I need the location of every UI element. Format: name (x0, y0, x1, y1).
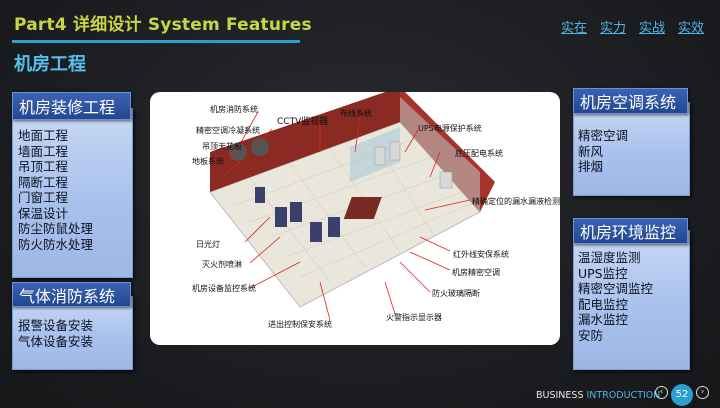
callout-glass-breaker: 防火玻璃隔断 (432, 289, 480, 298)
callout-cabling: 布线系统 (340, 109, 372, 118)
callout-infrared-security: 红外线安保系统 (453, 250, 509, 259)
page-title: Part4 详细设计 System Features (14, 15, 312, 35)
list-item: 门窗工程 (18, 190, 69, 205)
fire-gas-panel (12, 296, 133, 370)
callout-fire-alarm-display: 火警指示显示器 (386, 313, 442, 322)
fire-gas-panel-title: 气体消防系统 (12, 282, 131, 307)
list-item: 温湿度监测 (578, 250, 641, 265)
list-item: 排烟 (578, 159, 604, 174)
fire-gas-list: 报警设备安装 气体设备安装 (18, 318, 93, 349)
decoration-list: 地面工程 墙面工程 吊顶工程 隔断工程 门窗工程 保温设计 防尘防鼠处理 防火防… (18, 128, 93, 252)
list-item: 吊顶工程 (18, 159, 69, 174)
list-item: 气体设备安装 (18, 333, 94, 349)
list-item: 漏水监控 (578, 312, 629, 327)
callout-ceiling-panel: 吊顶天花板 (202, 142, 242, 151)
callout-daylight-lamp: 日光灯 (196, 240, 220, 249)
room-illustration (209, 92, 495, 321)
callout-ups: UPS电源保护系统 (418, 124, 482, 133)
callout-leak-detection: 精确定位的漏水漏液检测 (472, 197, 560, 206)
slogan-link-2[interactable]: 实力 (599, 21, 626, 36)
list-item: 精密空调 (578, 128, 629, 143)
list-item: 防火防水处理 (18, 236, 94, 252)
aircon-list: 精密空调 新风 排烟 (578, 128, 628, 175)
aircon-panel-title: 机房空调系统 (573, 88, 688, 114)
decoration-panel (12, 108, 133, 278)
list-item: 地面工程 (18, 128, 69, 143)
list-item: 墙面工程 (18, 143, 69, 159)
slogan-link-4[interactable]: 实效 (677, 21, 704, 36)
title-underline (12, 40, 300, 43)
aircon-panel (573, 102, 690, 196)
footer-label: BUSINESS INTRODUCTION (536, 390, 660, 401)
page-number: 52 (671, 384, 693, 406)
next-page-icon[interactable]: › (696, 386, 709, 399)
callout-access-control: 进出控制保安系统 (268, 320, 332, 329)
footer-text-accent: INTRODUCTION (586, 390, 661, 401)
callout-extinguisher-nozzle: 灭火剂喷淋 (202, 260, 242, 269)
prev-page-icon[interactable]: ‹ (655, 386, 668, 399)
list-item: 报警设备安装 (18, 318, 94, 333)
list-item: 配电监控 (578, 296, 629, 312)
list-item: 保温设计 (18, 205, 69, 221)
list-item: 新风 (578, 143, 604, 159)
callout-floor-system: 地板系统 (192, 157, 224, 166)
list-item: 隔断工程 (18, 174, 69, 190)
callout-cctv: CCTV监视器 (277, 117, 329, 127)
callout-fire-protection: 机房消防系统 (210, 105, 258, 114)
monitoring-list: 温湿度监测 UPS监控 精密空调监控 配电监控 漏水监控 安防 (578, 250, 653, 343)
slogan-link-1[interactable]: 实在 (560, 21, 587, 36)
slogan-links: 实在 实力 实战 实效 (561, 17, 704, 36)
callout-low-voltage-power: 底压配电系统 (455, 149, 503, 158)
list-item: 防尘防鼠处理 (18, 221, 94, 236)
slogan-link-3[interactable]: 实战 (638, 21, 665, 36)
list-item: 精密空调监控 (578, 281, 654, 296)
callout-precision-ac-condenser: 精密空调冷凝系统 (196, 126, 260, 135)
footer-text-left: BUSINESS (536, 390, 587, 401)
machine-room-diagram: 机房消防系统 CCTV监视器 布线系统 精密空调冷凝系统 UPS电源保护系统 吊… (150, 92, 560, 345)
monitoring-panel-title: 机房环境监控 (573, 218, 688, 244)
callout-precision-ac: 机房精密空调 (452, 268, 500, 277)
list-item: UPS监控 (578, 265, 628, 281)
callout-equipment-monitoring: 机房设备监控系统 (192, 284, 256, 293)
monitoring-panel (573, 230, 690, 370)
decoration-panel-title: 机房装修工程 (12, 92, 131, 120)
section-title: 机房工程 (14, 54, 86, 75)
list-item: 安防 (578, 327, 604, 343)
